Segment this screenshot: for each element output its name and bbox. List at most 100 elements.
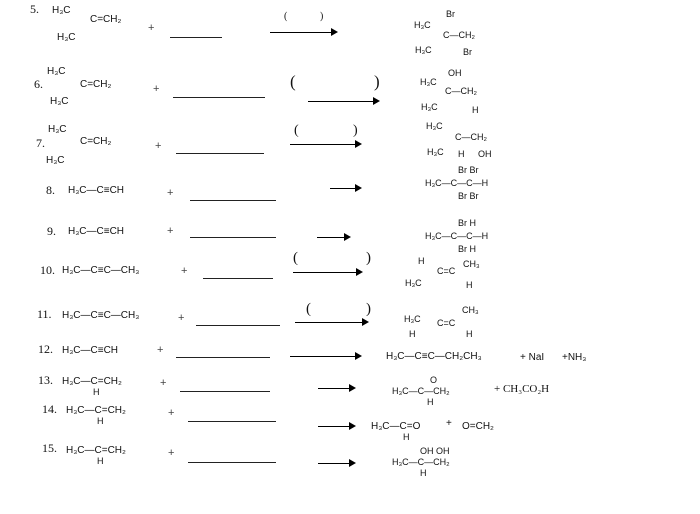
row-number: 12.: [38, 342, 53, 356]
product-chain: H₃C—C—C—H: [425, 178, 489, 188]
reagent-blank[interactable]: [190, 200, 276, 201]
plus-sign: +: [167, 187, 174, 199]
reagent-blank[interactable]: [203, 278, 273, 279]
product-formula: H₃C—C=O: [371, 421, 421, 432]
reaction-arrow: [318, 384, 356, 392]
condition-paren-open: (: [293, 250, 298, 266]
product-double-bond: C=C: [437, 318, 456, 328]
product-substituent: OH: [448, 68, 462, 78]
reagent-blank[interactable]: [176, 153, 264, 154]
condition-paren-open: (: [306, 301, 311, 317]
product-chain: C—CH₂: [445, 86, 477, 96]
plus-sign: +: [168, 447, 175, 459]
product-substituent: Br Br: [458, 191, 479, 201]
plus-sign: +: [181, 265, 188, 277]
condition-paren-close: ): [353, 123, 358, 138]
reagent-blank[interactable]: [196, 325, 280, 326]
reagent-blank[interactable]: [170, 37, 222, 38]
reactant-group: H₃C: [47, 66, 66, 77]
reaction-arrow: [290, 140, 362, 148]
reactant-group: H₃C: [52, 5, 71, 16]
row-number: 14.: [42, 402, 57, 416]
row-number: 9.: [47, 224, 56, 238]
product-substituent: H: [418, 256, 425, 266]
product-group: H₃C: [427, 147, 444, 157]
product-group: H₃C: [414, 20, 431, 30]
reactant-double-bond: C=CH₂: [90, 14, 122, 25]
row-number: 13.: [38, 373, 53, 387]
product-substituent: OH OH: [420, 446, 450, 456]
byproduct-label: + NaI: [520, 352, 545, 363]
reagent-blank[interactable]: [176, 357, 270, 358]
product-group: H₃C: [426, 121, 443, 131]
reagent-blank[interactable]: [188, 462, 276, 463]
product-substituent: CH₃: [462, 305, 479, 315]
product-substituent: CH₃: [463, 259, 480, 269]
product-substituent: H: [466, 329, 473, 339]
plus-sign: +: [167, 225, 174, 237]
plus-sign: +: [153, 83, 160, 95]
product-substituent: H: [466, 280, 473, 290]
reaction-arrow: [293, 268, 363, 276]
condition-paren-close: ): [366, 301, 371, 317]
reactant-group: H₃C: [46, 155, 65, 166]
reaction-arrow: [318, 459, 356, 467]
reaction-arrow: [295, 318, 369, 326]
reagent-blank[interactable]: [173, 97, 265, 98]
condition-paren-close: ): [374, 72, 380, 91]
product-double-bond: C=C: [437, 266, 456, 276]
product-group: H₃C: [421, 102, 438, 112]
reactant-substituent: H: [97, 416, 104, 426]
plus-sign: +: [148, 22, 155, 34]
plus-sign: +: [155, 140, 162, 152]
product-substituent: H: [403, 432, 410, 442]
product-substituent: H: [427, 397, 434, 407]
reactant-formula: H₃C—C=CH₂: [66, 405, 126, 416]
product-substituent: H: [420, 468, 427, 478]
reactant-double-bond: C=CH₂: [80, 136, 112, 147]
reactant-formula: H₃C—C≡CH: [68, 226, 125, 237]
product-formula: O=CH₂: [462, 421, 494, 432]
reagent-blank[interactable]: [180, 391, 270, 392]
row-number: 5.: [30, 2, 39, 16]
product-substituent: H: [458, 149, 465, 159]
reactant-formula: H₃C—C≡CH: [68, 185, 125, 196]
plus-sign: +: [157, 344, 164, 356]
product-substituent: Br: [463, 47, 472, 57]
reactant-substituent: H: [97, 456, 104, 466]
reactant-group: H₃C: [48, 124, 67, 135]
condition-paren-open: (: [294, 123, 299, 138]
product-substituent: Br Br: [458, 165, 479, 175]
plus-sign: +: [160, 377, 167, 389]
product-chain: H₃C—C—CH₂: [392, 457, 450, 467]
reaction-arrow: [290, 352, 362, 360]
product-substituent: H: [472, 105, 479, 115]
row-number: 7.: [36, 136, 45, 150]
reactant-formula: H₃C—C≡CH: [62, 345, 119, 356]
plus-sign: +: [178, 312, 185, 324]
product-substituent: OH: [478, 149, 492, 159]
reactant-double-bond: C=CH₂: [80, 79, 112, 90]
product-formula: H₃C—C≡C—CH₂CH₃: [386, 351, 482, 362]
row-number: 15.: [42, 441, 57, 455]
product-substituent: O: [430, 375, 438, 385]
condition-paren-close: ): [320, 11, 324, 22]
reagent-blank[interactable]: [188, 421, 276, 422]
product-substituent: H: [409, 329, 416, 339]
byproduct-label: + CH₃CO₂H: [494, 383, 550, 395]
reactant-formula: H₃C—C=CH₂: [62, 376, 122, 387]
reactant-group: H₃C: [50, 96, 69, 107]
reagent-blank[interactable]: [190, 237, 276, 238]
product-substituent: Br H: [458, 244, 476, 254]
reactant-substituent: H: [93, 387, 100, 397]
reaction-arrow: [317, 233, 351, 241]
product-group: H₃C: [415, 45, 432, 55]
row-number: 8.: [46, 183, 55, 197]
reactant-formula: H₃C—C=CH₂: [66, 445, 126, 456]
reactant-group: H₃C: [57, 32, 76, 43]
condition-paren-open: (: [284, 11, 288, 22]
product-group: H₃C: [404, 314, 421, 324]
reaction-arrow: [330, 184, 362, 192]
row-number: 6.: [34, 77, 43, 91]
product-chain: H₃C—C—CH₂: [392, 386, 450, 396]
